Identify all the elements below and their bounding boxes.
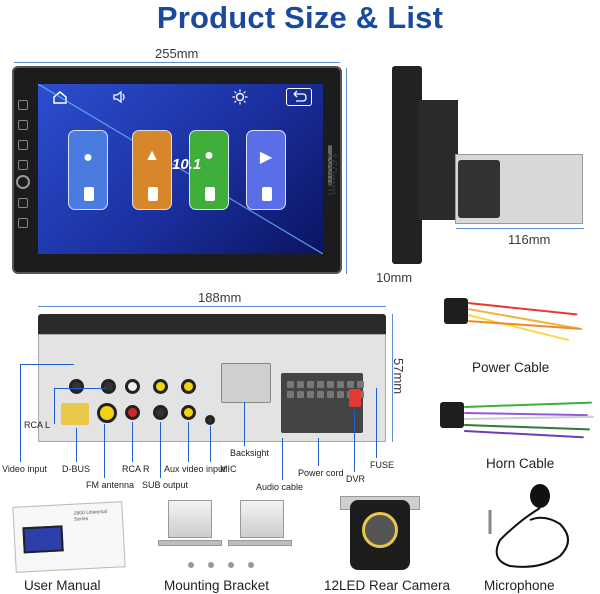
fm-antenna-label: FM antenna — [86, 480, 135, 490]
side-view-screen — [392, 66, 422, 264]
back-width-line — [38, 306, 386, 307]
android-auto-card[interactable]: ● — [68, 130, 108, 210]
rear-camera-lens — [362, 512, 398, 548]
aux-video-jack — [181, 379, 196, 394]
usb-icon — [205, 187, 215, 201]
dbus-label: D-BUS — [62, 464, 91, 474]
rear-camera-label: 12LED Rear Camera — [324, 578, 451, 593]
screw — [188, 562, 194, 568]
usb-icon — [148, 187, 158, 201]
screw — [248, 562, 254, 568]
backsight-label: Backsight — [230, 448, 270, 458]
front-height-label: 160mm — [325, 152, 340, 196]
backsight-connector — [221, 363, 271, 403]
back-button[interactable] — [286, 88, 312, 106]
unit-right-slot — [328, 145, 332, 185]
manual-cover-device — [22, 525, 64, 554]
rca-r-port — [125, 405, 140, 420]
rca-l-port — [101, 379, 116, 394]
sub-output-label: SUB output — [142, 480, 189, 490]
side-view-bracket — [458, 160, 500, 218]
rca-white-jack — [125, 379, 140, 394]
unit-screen: ● ▲ ● ▶ 10.1 — [38, 84, 323, 254]
screen-status-bar — [38, 84, 323, 110]
panel-depth-label: 10mm — [376, 270, 413, 285]
side-depth-line — [456, 228, 584, 229]
carplay-card[interactable]: ● — [189, 130, 229, 210]
mounting-bracket-label: Mounting Bracket — [164, 578, 270, 593]
pin-grid-left — [287, 381, 324, 398]
screen-size-label: 10.1 — [172, 156, 202, 173]
android-icon: ● — [83, 149, 93, 166]
navigation-card[interactable]: ▲ — [132, 130, 172, 210]
microphone-label: Microphone — [484, 578, 555, 593]
phone-button[interactable] — [18, 140, 28, 150]
next-button[interactable] — [18, 218, 28, 228]
page-title: Product Size & List — [156, 0, 444, 35]
front-width-line — [14, 62, 340, 63]
usb-icon — [84, 187, 94, 201]
rca-r-label: RCA R — [122, 464, 150, 474]
power-cord-label: Power cord — [298, 468, 344, 478]
horn-cable-label: Horn Cable — [486, 456, 555, 471]
bracket-right-plate — [240, 500, 284, 538]
fm-antenna-port — [97, 403, 117, 423]
mic-port — [205, 415, 215, 425]
screw — [208, 562, 214, 568]
mode-button[interactable] — [18, 120, 28, 130]
play-icon: ▶ — [259, 149, 273, 166]
manual-cover-text: 2900 Universal Series — [73, 508, 108, 523]
hangup-button[interactable] — [18, 160, 28, 170]
aux-video-input-label: Aux video input — [164, 464, 226, 474]
dbus-connector — [61, 403, 89, 425]
horn-cable-plug — [440, 402, 464, 428]
rca-yellow-jack — [153, 379, 168, 394]
dvr-label: DVR — [346, 474, 366, 484]
side-depth-label: 116mm — [508, 232, 551, 247]
user-manual-image: 2900 Universal Series — [12, 501, 126, 573]
power-cable-plug — [444, 298, 468, 324]
prev-button[interactable] — [18, 198, 28, 208]
video-input-jack — [69, 379, 84, 394]
microphone-cable — [488, 507, 569, 568]
side-view-arm — [418, 100, 458, 220]
user-manual-label: User Manual — [24, 578, 101, 593]
volume-knob[interactable] — [16, 175, 30, 189]
video-input-label: Video input — [2, 464, 47, 474]
back-panel — [38, 334, 386, 442]
mic-label: MIC — [220, 464, 237, 474]
home-icon[interactable] — [52, 90, 68, 104]
aux-video-input-port — [181, 405, 196, 420]
home-button[interactable] — [18, 100, 28, 110]
sub-output-port — [153, 405, 168, 420]
bracket-right-base — [228, 540, 292, 546]
media-card[interactable]: ▶ — [246, 130, 286, 210]
bracket-left-base — [158, 540, 222, 546]
front-height-line — [346, 68, 347, 274]
back-height-line — [392, 314, 393, 442]
back-height-label: 57mm — [391, 358, 406, 395]
audio-cable-label: Audio cable — [256, 482, 304, 492]
power-cable-label: Power Cable — [472, 360, 550, 375]
back-panel-top — [38, 314, 386, 336]
microphone-head — [530, 484, 550, 508]
navigation-icon: ▲ — [144, 147, 160, 164]
brightness-icon[interactable] — [232, 89, 248, 105]
screen-diagonal-line — [38, 84, 323, 254]
apple-icon: ● — [204, 147, 214, 164]
fuse-label: FUSE — [370, 460, 395, 470]
bracket-left-plate — [168, 500, 212, 538]
volume-icon[interactable] — [112, 90, 128, 104]
rca-l-label: RCA L — [24, 420, 51, 430]
screw — [228, 562, 234, 568]
front-width-label: 255mm — [155, 46, 199, 61]
back-arrow-icon — [293, 90, 307, 102]
usb-icon — [262, 187, 272, 201]
fuse — [349, 389, 361, 407]
back-width-label: 188mm — [198, 290, 242, 305]
